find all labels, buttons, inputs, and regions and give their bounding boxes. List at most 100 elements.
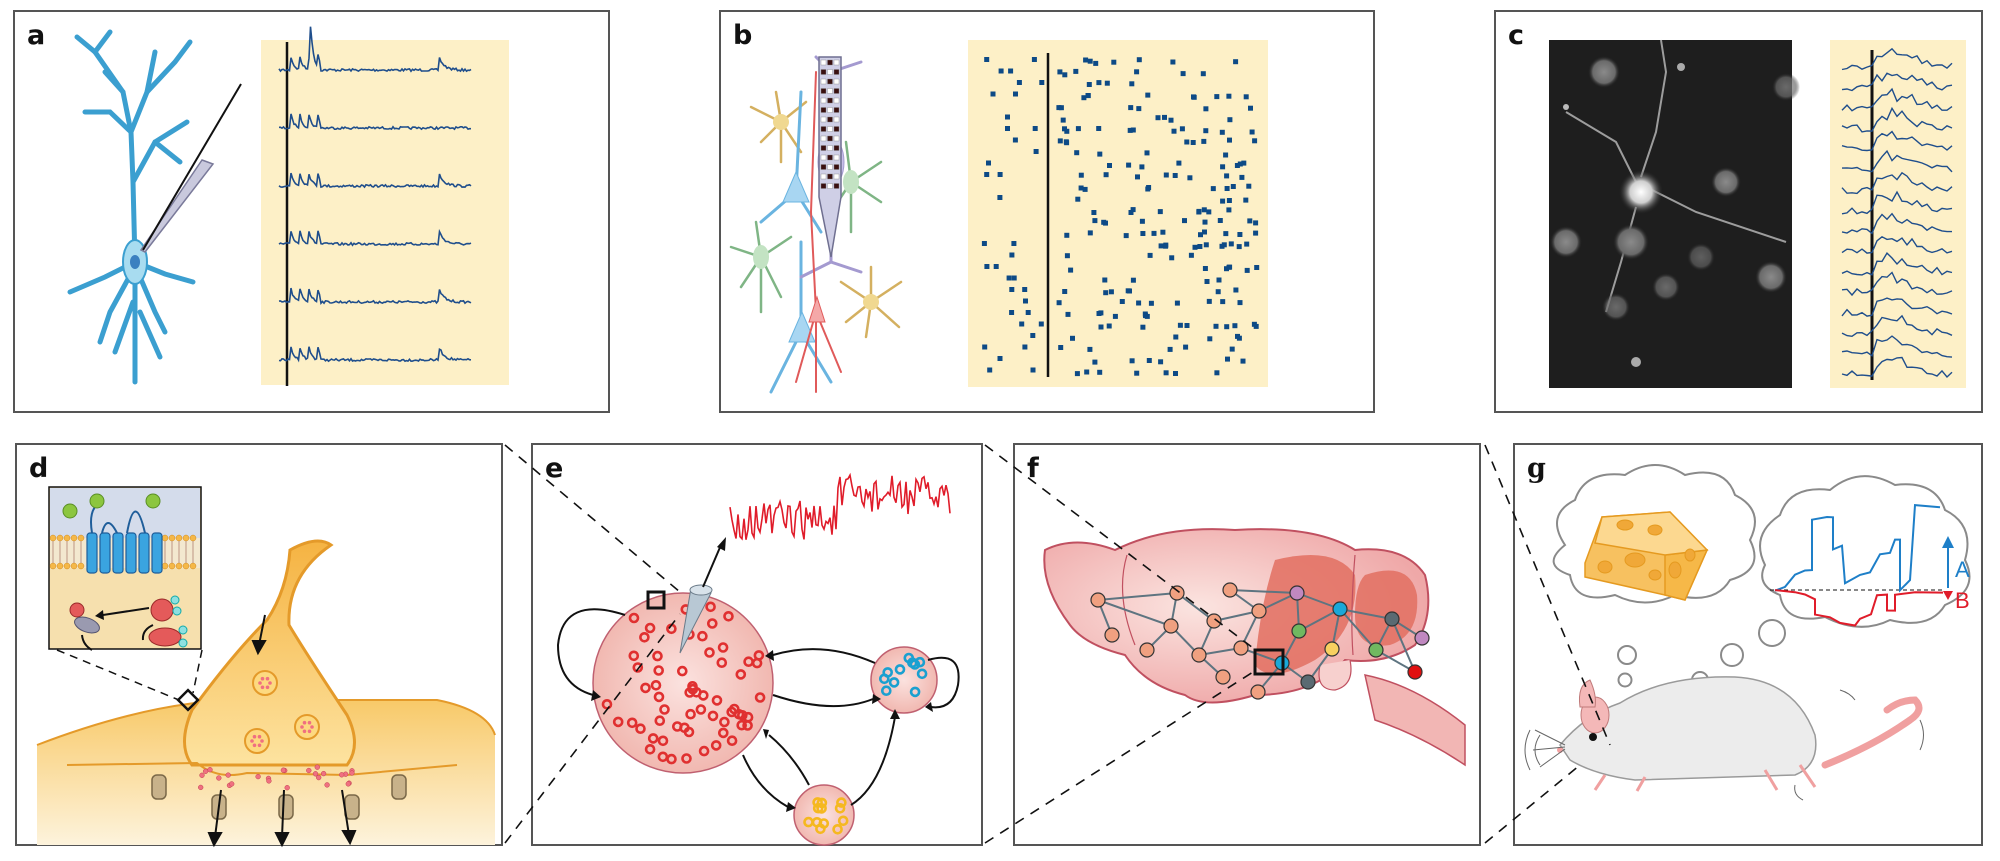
probe-site <box>820 116 827 123</box>
spike-mark <box>1030 367 1036 373</box>
neuron-marker <box>909 686 921 698</box>
region-node <box>1191 647 1207 663</box>
spike-mark <box>1063 139 1069 145</box>
spike-mark <box>1119 299 1125 304</box>
spike-mark <box>1198 232 1203 238</box>
vesicle-content <box>252 743 257 748</box>
spike-mark <box>1223 152 1229 158</box>
spike-mark <box>1163 242 1169 248</box>
spike-mark <box>1084 369 1090 375</box>
neuron-marker <box>683 726 695 738</box>
panel-b-art <box>729 40 1268 394</box>
spike-mark <box>1171 128 1177 134</box>
lipid-head <box>56 562 64 570</box>
spike-mark <box>1180 71 1186 77</box>
spike-mark <box>1128 210 1134 215</box>
spike-mark <box>1009 252 1015 258</box>
spike-mark <box>1108 289 1114 295</box>
voltage-trace <box>279 113 471 131</box>
ligand-molecules <box>62 493 161 519</box>
spike-mark <box>1074 371 1080 377</box>
neuron-marker <box>837 815 849 827</box>
spike-mark <box>1087 230 1093 236</box>
spike-mark <box>1038 321 1044 327</box>
spike-mark <box>1111 59 1117 65</box>
arrow-a-icon <box>1942 536 1954 588</box>
spike-mark <box>1145 92 1151 98</box>
spike-mark <box>1243 197 1249 203</box>
neuron-marker <box>816 797 828 809</box>
calcium-trace <box>1841 149 1953 173</box>
region-node <box>1090 592 1106 608</box>
release-arrows <box>207 614 357 848</box>
spike-mark <box>1091 210 1097 215</box>
neurotransmitter <box>316 774 322 781</box>
spike-mark <box>1062 289 1068 294</box>
spike-mark <box>1162 114 1167 120</box>
region-node <box>1215 669 1231 685</box>
region-node <box>1222 582 1238 598</box>
probe-site <box>833 78 840 85</box>
spike-mark <box>1227 137 1232 143</box>
neuron-marker <box>710 740 722 751</box>
neuron-marker <box>880 685 892 696</box>
lipid-bilayer <box>49 534 197 570</box>
lipid-head <box>168 534 176 542</box>
spike-mark <box>1248 105 1253 111</box>
spike-mark <box>997 195 1003 200</box>
spike-mark <box>1226 93 1232 99</box>
region-node <box>1300 674 1316 690</box>
spike-mark <box>1233 59 1239 65</box>
spike-mark <box>1147 252 1153 258</box>
vesicle-content <box>302 720 307 725</box>
spike-mark <box>1008 68 1014 74</box>
calcium-traces <box>1841 47 1953 379</box>
panel-c: c <box>1494 10 1983 413</box>
spike-mark <box>1202 229 1207 235</box>
neurotransmitter <box>306 767 312 774</box>
spike-mark <box>1226 198 1232 203</box>
probe-site <box>833 164 840 170</box>
probe-site <box>833 88 840 94</box>
presynaptic-terminal <box>183 539 356 767</box>
neuron-marker <box>685 708 696 720</box>
region-node <box>1289 585 1305 601</box>
spike-mark <box>1206 209 1212 215</box>
lfp-signal-trace <box>729 472 951 541</box>
neuron-marker <box>834 802 846 814</box>
spike-mark <box>1083 57 1089 63</box>
spike-mark <box>1203 128 1209 134</box>
spike-mark <box>1065 311 1071 317</box>
spike-mark <box>1160 229 1166 235</box>
spike-mark <box>1173 371 1178 376</box>
spike-mark <box>1103 290 1109 296</box>
spike-mark <box>1224 173 1230 179</box>
neurotransmitter <box>225 772 231 778</box>
network-edge <box>1296 592 1341 610</box>
spike-mark <box>1202 219 1208 225</box>
lipid-head <box>70 562 78 570</box>
neuron-marker <box>695 704 707 715</box>
probe-site <box>820 173 827 180</box>
cheese-icon <box>1584 511 1709 601</box>
spike-mark <box>1213 323 1219 329</box>
spike-mark <box>1096 80 1102 86</box>
voltage-trace <box>278 287 472 305</box>
spike-mark <box>1223 231 1229 237</box>
probe-site <box>820 126 827 132</box>
spike-mark <box>1214 94 1220 100</box>
neurotransmitter <box>216 775 222 781</box>
probe-site <box>827 97 833 104</box>
spike-mark <box>1134 370 1140 376</box>
neuron-marker <box>707 618 718 629</box>
panel-d: d <box>15 443 503 848</box>
neuron-marker <box>836 797 847 808</box>
probe-site <box>827 164 833 170</box>
trace-plot-background <box>261 40 509 385</box>
spike-mark <box>1220 164 1226 170</box>
spike-mark <box>1019 321 1025 327</box>
spike-mark <box>1247 218 1253 224</box>
neurotransmitter <box>280 767 287 773</box>
spike-mark <box>1136 57 1142 63</box>
label-b: B <box>1955 588 1970 613</box>
